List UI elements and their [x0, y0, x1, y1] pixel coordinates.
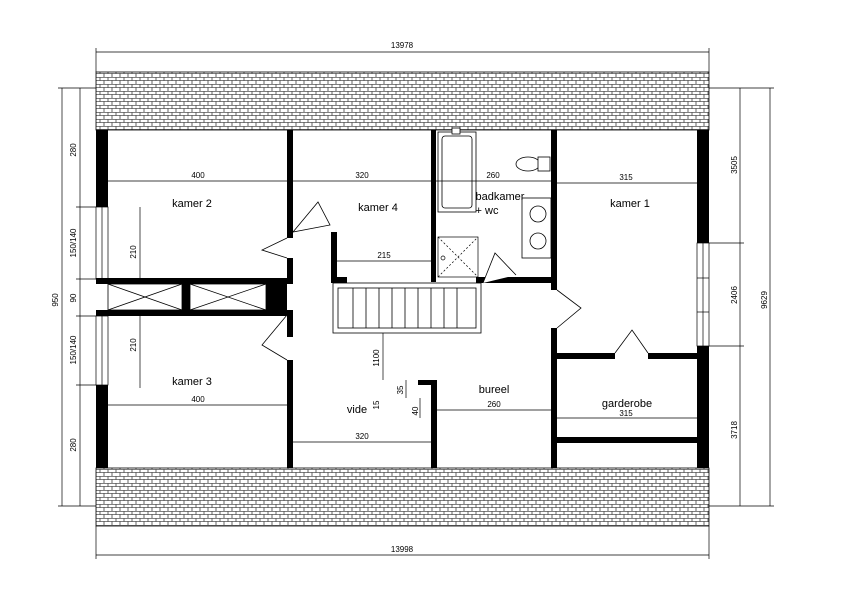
dim-stair-1100: 1100 — [372, 349, 381, 367]
right-overall-label: 9629 — [760, 291, 769, 309]
dim-kamer2-depth: 210 — [129, 245, 138, 259]
room-label-bureel: bureel — [479, 384, 510, 396]
right-middle-label: 2406 — [730, 286, 739, 304]
room-label-kamer-2: kamer 2 — [172, 198, 212, 210]
room-label-vide: vide — [347, 404, 367, 416]
left-middle-label: 90 — [69, 293, 78, 302]
roof-tiles-bottom — [95, 467, 710, 527]
dim-kamer2-width: 400 — [191, 171, 205, 180]
right-top-label: 3505 — [730, 156, 739, 174]
dimension-right — [709, 87, 774, 507]
room-label-kamer-3: kamer 3 — [172, 376, 212, 388]
dim-kamer1-width: 315 — [619, 173, 633, 182]
dim-hall-width: 320 — [355, 432, 369, 441]
dim-kamer3-depth: 210 — [129, 338, 138, 352]
toilet — [515, 156, 551, 172]
interior-walls — [96, 130, 703, 468]
overall-bottom-label: 13998 — [391, 545, 414, 554]
left-window-top-label: 150/140 — [69, 228, 78, 257]
staircase — [332, 282, 482, 334]
roof-tiles-top — [95, 71, 710, 131]
dim-badkamer-width: 260 — [486, 171, 500, 180]
room-label-kamer-4: kamer 4 — [358, 202, 398, 214]
dimension-left — [58, 87, 96, 507]
dim-kamer4-width: 320 — [355, 171, 369, 180]
dim-stair-width: 215 — [377, 251, 391, 260]
left-bottom-label: 280 — [69, 438, 78, 452]
closet-left — [107, 283, 183, 311]
overall-top-label: 13978 — [391, 41, 414, 50]
dim-40: 40 — [411, 406, 420, 415]
dim-bureel-width: 260 — [487, 400, 501, 409]
room-label-garderobe: garderobe — [602, 398, 652, 410]
bathtub — [437, 127, 477, 213]
windows — [95, 206, 710, 386]
dim-kamer3-width: 400 — [191, 395, 205, 404]
left-window-bottom-label: 150/140 — [69, 335, 78, 364]
right-bottom-label: 3718 — [730, 421, 739, 439]
left-overall-label: 950 — [51, 293, 60, 307]
dimension-overall-bottom — [95, 526, 710, 559]
shower — [437, 236, 479, 278]
dim-15: 15 — [372, 400, 381, 409]
left-top-label: 280 — [69, 143, 78, 157]
room-label-kamer-1: kamer 1 — [610, 198, 650, 210]
double-sink — [521, 197, 552, 259]
dim-garderobe-width: 315 — [619, 409, 633, 418]
dim-35: 35 — [396, 385, 405, 394]
room-label-wc: + wc — [476, 205, 499, 217]
dimension-overall-top — [95, 48, 710, 72]
exterior-walls — [96, 130, 709, 468]
closet-right — [189, 283, 267, 311]
doors — [260, 201, 649, 361]
interior-dimension-lines — [108, 180, 697, 443]
room-label-badkamer: badkamer — [476, 191, 525, 203]
